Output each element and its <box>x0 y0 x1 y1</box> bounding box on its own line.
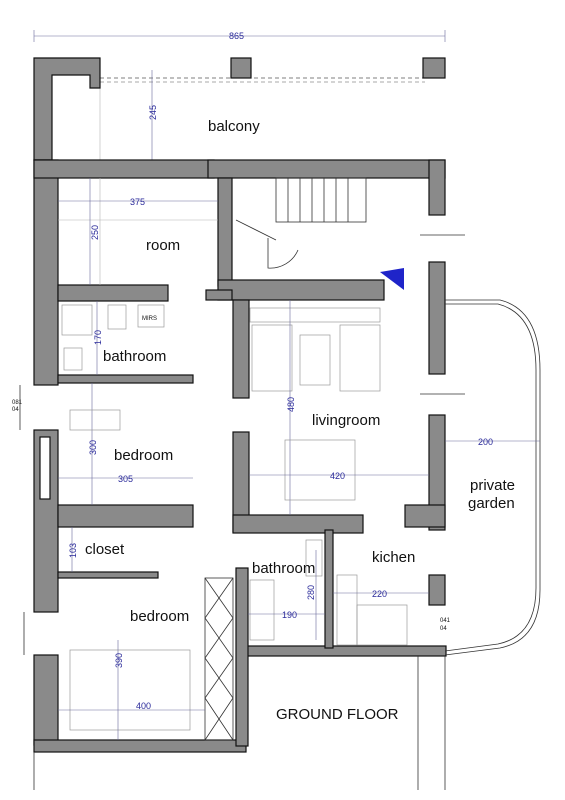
livingroom-label: livingroom <box>312 412 380 429</box>
window-left-label-1: 081 <box>12 400 23 406</box>
ground-floor-outline <box>33 656 446 790</box>
kitchen-lines: 220 <box>333 574 429 646</box>
private-garden-label-line1: private <box>470 477 515 494</box>
room-depth-label: 250 <box>90 225 100 240</box>
room-label: room <box>146 237 180 254</box>
cupboard-label: MIRS <box>142 316 157 322</box>
bed-lower: 390 400 <box>58 640 205 740</box>
garden-outline: 200 <box>444 299 541 656</box>
ground-floor-label: GROUND FLOOR <box>276 706 399 723</box>
bedroom-middle-lines: 300 305 <box>39 383 193 505</box>
bedroom-depth-label: 300 <box>88 440 98 455</box>
stair-direction-marker <box>380 268 404 290</box>
staircase <box>235 177 404 290</box>
closet-label: closet <box>85 541 125 558</box>
window-labels: 081 04 041 04 <box>12 234 465 655</box>
window-left-label-2: 04 <box>12 407 19 413</box>
bathroom-depth-label: 170 <box>93 330 103 345</box>
window-right-label-1: 041 <box>440 618 451 624</box>
bathroom-lower-depth-label: 280 <box>306 585 316 600</box>
living-width-label: 420 <box>330 471 345 481</box>
bedroom-lower-label: bedroom <box>130 608 189 625</box>
bedroom-middle-label: bedroom <box>114 447 173 464</box>
bathroom-upper-label: bathroom <box>103 348 166 365</box>
bedroom-lower-width-label: 400 <box>136 701 151 711</box>
kitchen-width-label: 220 <box>372 589 387 599</box>
room-width-label: 375 <box>130 197 145 207</box>
living-depth-label: 480 <box>286 397 296 412</box>
bathroom-lower-label: bathroom <box>252 560 315 577</box>
overall-dimension: 865 <box>33 30 446 42</box>
balcony-railing: 245 <box>99 70 425 160</box>
room-interior-lines: 375 250 MIRS 170 <box>58 178 218 375</box>
bedroom-width-label: 305 <box>118 474 133 484</box>
bedroom-lower-depth-label: 390 <box>114 653 124 668</box>
overall-width-label: 865 <box>229 31 244 41</box>
wardrobe <box>204 577 234 741</box>
bathroom-lower-width-label: 190 <box>282 610 297 620</box>
private-garden-label-line2: garden <box>468 495 515 512</box>
walls <box>33 57 447 753</box>
window-right-label-2: 04 <box>440 626 447 632</box>
bathroom-lower-lines: 280 190 <box>248 539 325 641</box>
closet-depth-label: 103 <box>68 543 78 558</box>
garden-width-label: 200 <box>478 437 493 447</box>
kitchen-label: kichen <box>372 549 415 566</box>
balcony-label: balcony <box>208 118 260 135</box>
closet-lines: 103 <box>68 527 78 572</box>
balcony-depth-label: 245 <box>148 105 158 120</box>
livingroom-furniture: 480 420 <box>249 300 429 515</box>
